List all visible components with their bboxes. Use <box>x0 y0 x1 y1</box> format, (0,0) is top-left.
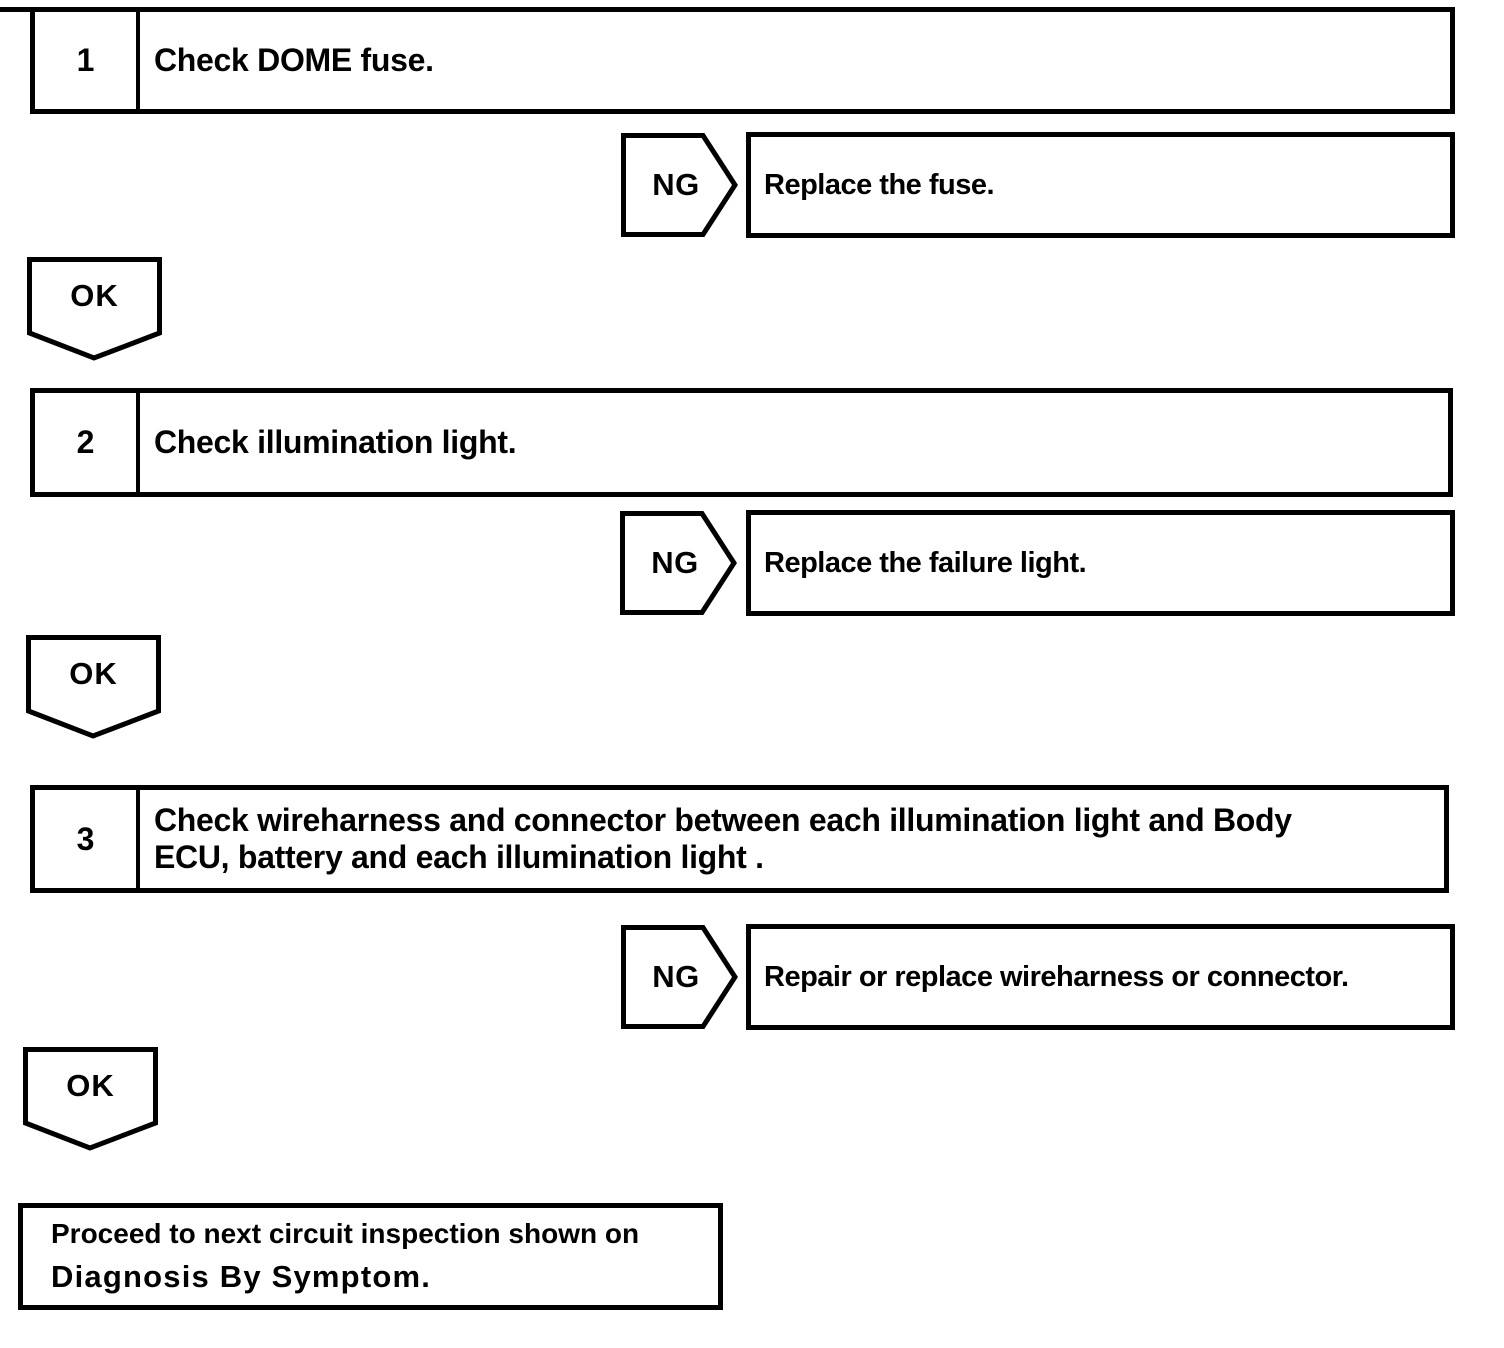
ng-arrow-icon <box>621 133 738 237</box>
step-1-ok-arrow: OK <box>27 257 162 361</box>
step-1-box: 1 Check DOME fuse. <box>30 7 1455 114</box>
step-1-ng-arrow: NG <box>621 133 738 237</box>
step-1-instruction-line-1: Check DOME fuse. <box>154 42 434 78</box>
step-2-instruction: Check illumination light. <box>140 393 1448 492</box>
conclusion-line-2: Diagnosis By Symptom. <box>51 1259 432 1294</box>
step-1-ng-action-text: Replace the fuse. <box>764 168 995 201</box>
step-2-ng-arrow: NG <box>620 511 737 615</box>
step-1-ok-label: OK <box>70 278 119 313</box>
ok-arrow-icon <box>27 257 162 361</box>
step-3-ng-label: NG <box>652 959 700 994</box>
step-1-ng-label: NG <box>652 167 700 202</box>
step-3-instruction-line-1: Check wireharness and connector between … <box>154 802 1292 838</box>
step-1-instruction: Check DOME fuse. <box>140 12 1450 109</box>
conclusion-box: Proceed to next circuit inspection shown… <box>18 1203 723 1310</box>
step-2-ng-label: NG <box>651 545 699 580</box>
step-3-box: 3 Check wireharness and connector betwee… <box>30 785 1449 893</box>
conclusion-line-1: Proceed to next circuit inspection shown… <box>51 1218 640 1249</box>
step-2-ok-arrow: OK <box>26 635 161 739</box>
step-3-ok-arrow: OK <box>23 1047 158 1151</box>
step-2-number: 2 <box>35 393 140 492</box>
ok-arrow-icon <box>23 1047 158 1151</box>
ok-arrow-icon <box>26 635 161 739</box>
step-3-ng-action-box: Repair or replace wireharness or connect… <box>746 924 1455 1030</box>
step-3-ng-arrow: NG <box>621 925 738 1029</box>
step-2-ng-action-text: Replace the failure light. <box>764 546 1087 579</box>
ng-arrow-icon <box>621 925 738 1029</box>
step-2-box: 2 Check illumination light. <box>30 388 1453 497</box>
step-3-ng-action-text: Repair or replace wireharness or connect… <box>764 960 1349 993</box>
step-1-ng-action-box: Replace the fuse. <box>746 132 1455 238</box>
step-2-instruction-line-1: Check illumination light. <box>154 424 517 460</box>
ng-arrow-icon <box>620 511 737 615</box>
step-3-ok-label: OK <box>66 1068 115 1103</box>
step-3-instruction: Check wireharness and connector between … <box>140 790 1444 888</box>
step-1-number: 1 <box>35 12 140 109</box>
step-3-number: 3 <box>35 790 140 888</box>
step-3-instruction-line-2: ECU, battery and each illumination light… <box>154 839 764 875</box>
step-2-ok-label: OK <box>69 656 118 691</box>
step-2-ng-action-box: Replace the failure light. <box>746 510 1455 616</box>
